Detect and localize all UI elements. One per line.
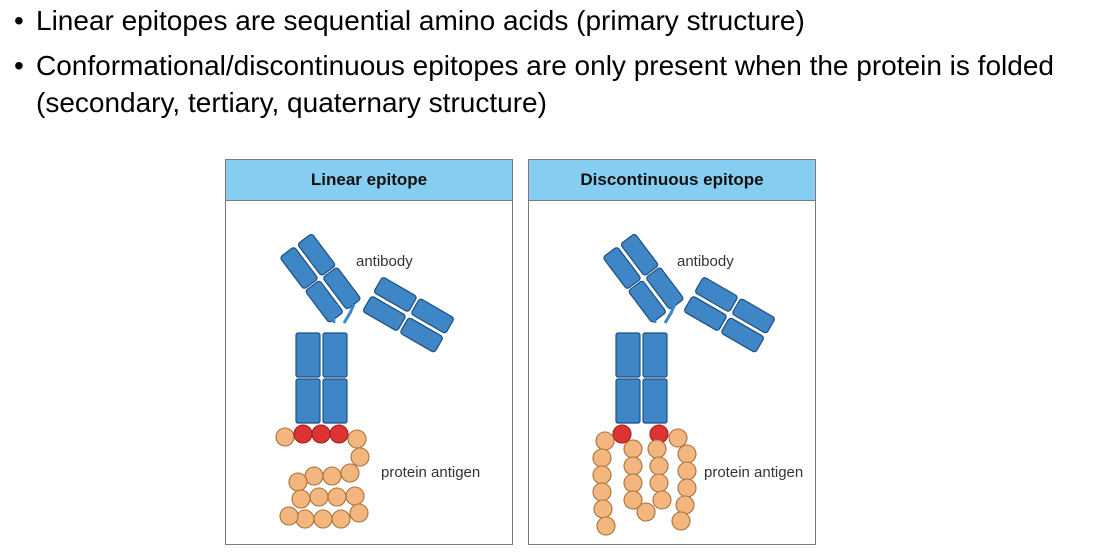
bullet-item: • Conformational/discontinuous epitopes … bbox=[14, 47, 1094, 121]
bullet-item: • Linear epitopes are sequential amino a… bbox=[14, 2, 1094, 39]
discontinuous-epitope-illustration bbox=[592, 233, 775, 536]
antibody-label: antibody bbox=[356, 253, 413, 270]
panel-title: Discontinuous epitope bbox=[529, 160, 815, 201]
antibody-illustration bbox=[603, 233, 775, 424]
antigen-beads bbox=[592, 424, 697, 536]
antigen-label: protein antigen bbox=[704, 464, 804, 481]
bullet-list: • Linear epitopes are sequential amino a… bbox=[14, 2, 1094, 121]
bullet-marker: • bbox=[14, 50, 24, 81]
bullet-text: Conformational/discontinuous epitopes ar… bbox=[36, 50, 1054, 118]
linear-epitope-panel: Linear epitope bbox=[225, 159, 513, 545]
panel-title: Linear epitope bbox=[226, 160, 512, 201]
antigen-label: protein antigen bbox=[381, 464, 481, 481]
bullet-text: Linear epitopes are sequential amino aci… bbox=[36, 5, 805, 36]
antibody-label: antibody bbox=[677, 253, 734, 270]
antibody-illustration bbox=[280, 233, 454, 424]
bullet-marker: • bbox=[14, 5, 24, 36]
discontinuous-epitope-panel: Discontinuous epitope bbox=[528, 159, 816, 545]
linear-epitope-illustration bbox=[275, 233, 454, 529]
antigen-beads bbox=[275, 424, 370, 529]
